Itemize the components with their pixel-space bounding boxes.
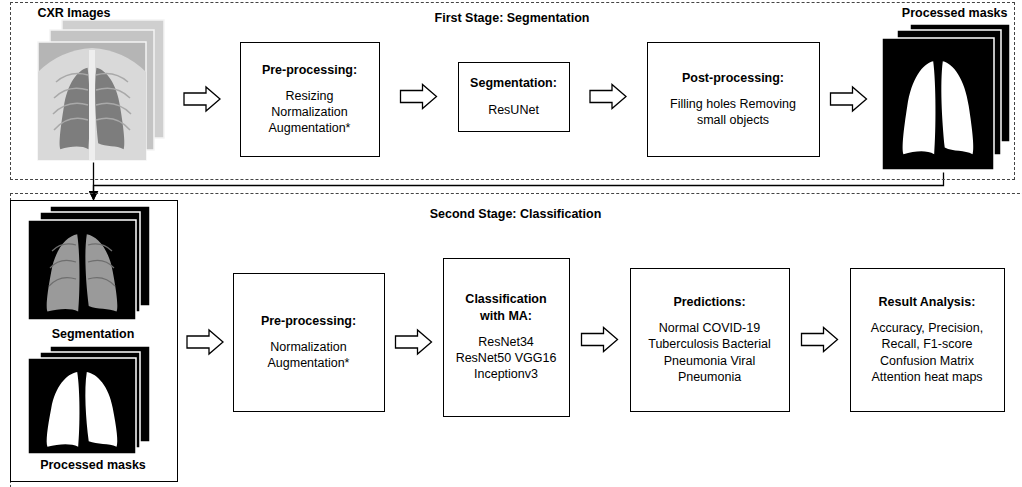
- box-body: Resizing Normalization Augmentation*: [249, 88, 371, 137]
- process-box: Classification with MA: ResNet34 ResNet50…: [443, 258, 570, 417]
- image-stack: Processed masks: [878, 3, 1010, 173]
- box-body: ResUNet: [488, 102, 539, 118]
- process-box: Predictions: Normal COVID-19 Tuberculosis…: [630, 268, 790, 412]
- image-label: Segmentation: [11, 326, 176, 342]
- process-box: Segmentation: ResUNet: [458, 62, 570, 132]
- segmentation-image: [28, 220, 136, 320]
- mask-lungs: [903, 61, 974, 154]
- box-body: Normalization Augmentation*: [242, 339, 376, 372]
- process-box: Post-processing: Filling holes Removing s…: [647, 42, 820, 157]
- box-heading: Segmentation:: [470, 75, 557, 91]
- block-arrow: [831, 87, 867, 111]
- block-arrow: [582, 328, 618, 352]
- block-arrow: [396, 330, 432, 354]
- image-stack: CXR Images: [32, 4, 165, 163]
- connector-line: [94, 173, 944, 200]
- mask-image: [28, 358, 136, 454]
- image-label: Processed masks: [11, 457, 176, 473]
- box-body: Filling holes Removing small objects: [656, 96, 811, 129]
- xray-image: [38, 42, 146, 160]
- block-arrow: [184, 87, 220, 111]
- box-body: Accuracy, Precision, Recall, F1-score Co…: [859, 320, 996, 385]
- mask-image: [882, 38, 994, 170]
- box-heading: Classification with MA:: [452, 291, 561, 324]
- box-heading: Pre-processing:: [262, 62, 357, 78]
- box-heading: Result Analysis:: [879, 294, 976, 310]
- block-arrow: [401, 85, 437, 109]
- stage-title: First Stage: Segmentation: [11, 10, 1013, 26]
- box-heading: Post-processing:: [682, 70, 784, 86]
- block-arrow: [187, 330, 223, 354]
- box-heading: Pre-processing:: [261, 313, 356, 329]
- segmented-ribs: [49, 244, 115, 286]
- box-body: ResNet34 ResNet50 VGG16 Inceptionv3: [452, 334, 561, 383]
- xray-spine: [89, 50, 95, 160]
- process-box: Pre-processing: Normalization Augmentatio…: [233, 273, 385, 412]
- image-panel: SegmentationProcessed masks: [10, 200, 178, 482]
- box-heading: Predictions:: [673, 294, 745, 310]
- image-label: CXR Images: [38, 5, 158, 21]
- stage-band: Second Stage: ClassificationSegmentation…: [10, 193, 1022, 487]
- block-arrow: [802, 328, 838, 352]
- process-box: Pre-processing: Resizing Normalization Au…: [240, 42, 380, 157]
- box-body: Normal COVID-19 Tuberculosis Bacterial P…: [639, 320, 781, 385]
- stage-band: First Stage: SegmentationCXR ImagesPre-p…: [10, 2, 1015, 180]
- mask-lungs: [47, 372, 118, 447]
- process-box: Result Analysis: Accuracy, Precision, Rec…: [850, 268, 1005, 412]
- xray-body: [38, 48, 146, 160]
- image-label: Processed masks: [878, 5, 1008, 21]
- block-arrow: [590, 85, 626, 109]
- stage-title: Second Stage: Classification: [11, 206, 1020, 222]
- segmented-lungs: [47, 234, 118, 311]
